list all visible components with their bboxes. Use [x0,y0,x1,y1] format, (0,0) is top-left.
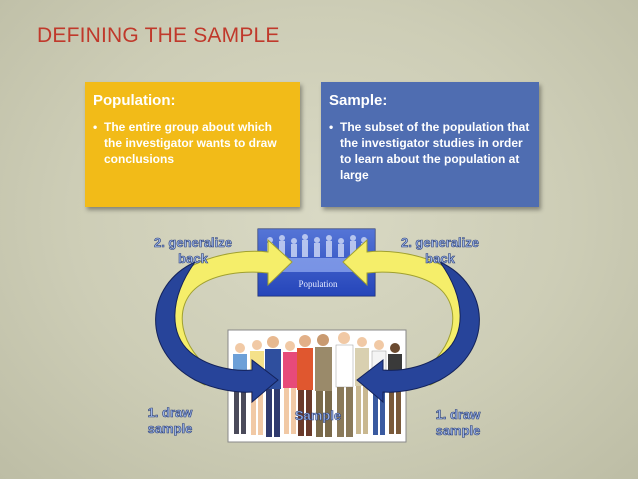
population-bullet: The entire group about which the investi… [93,119,292,167]
sample-image-label: Sample [295,408,341,423]
left-draw-arrow [155,260,279,404]
sample-bullet: The subset of the population that the in… [329,119,531,183]
draw-sample-arrows [155,260,480,404]
right-generalize-label-line2: back [425,251,455,266]
left-draw-label-line1: 1. draw [148,405,194,420]
population-heading: Population: [93,92,176,109]
right-draw-label-line1: 1. draw [436,407,482,422]
left-generalize-label-line2: back [178,251,208,266]
left-generalize-label-line1: 2. generalize [154,235,232,250]
sample-heading: Sample: [329,92,388,109]
left-draw-label-line2: sample [148,421,193,436]
population-definition-box: Population: The entire group about which… [85,82,300,207]
sample-bullet-list: The subset of the population that the in… [329,119,531,183]
population-image-label: Population [298,279,338,289]
sample-definition-box: Sample: The subset of the population tha… [321,82,539,207]
slide-title: DEFINING THE SAMPLE [37,24,280,47]
right-generalize-label-line1: 2. generalize [401,235,479,250]
right-draw-label-line2: sample [436,423,481,438]
population-bullet-list: The entire group about which the investi… [93,119,292,167]
right-draw-arrow [356,260,480,404]
